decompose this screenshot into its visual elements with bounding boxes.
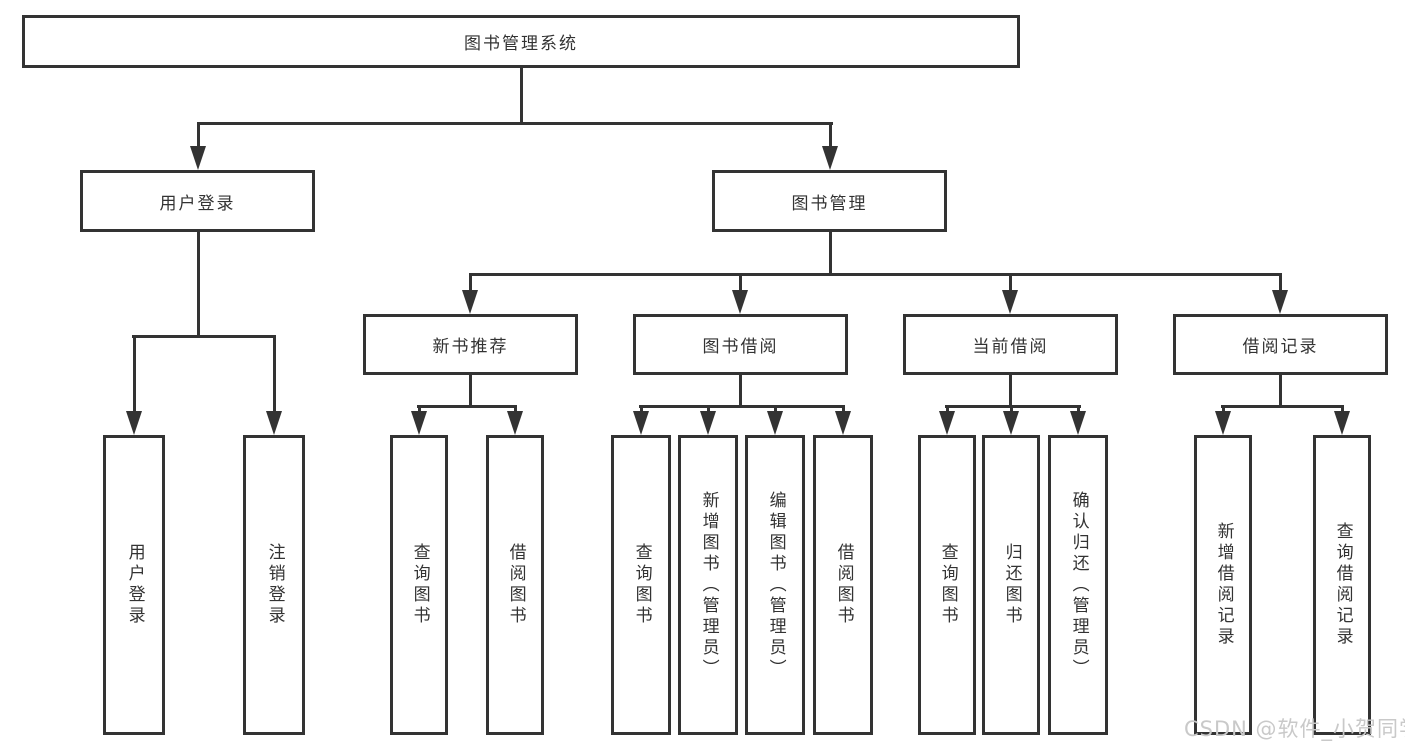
leaf-user-login: 用户登录 <box>103 435 165 735</box>
leaf-logout: 注销登录 <box>243 435 305 735</box>
arrow-down-icon <box>190 146 206 170</box>
arrow-down-icon <box>1215 411 1231 435</box>
arrow-down-icon <box>939 411 955 435</box>
node-book-borrowing: 图书借阅 <box>633 314 848 375</box>
arrow-down-icon <box>1334 411 1350 435</box>
connector-rail <box>945 405 1081 408</box>
arrow-down-icon <box>700 411 716 435</box>
leaf-query-books-recommend: 查询图书 <box>390 435 448 735</box>
connector-drop <box>829 122 832 150</box>
connector-book-mgmt-rail <box>469 273 1282 276</box>
arrow-down-icon <box>835 411 851 435</box>
connector-user-login-rail <box>132 335 276 338</box>
connector-drop <box>469 273 472 292</box>
node-new-book-recommend: 新书推荐 <box>363 314 578 375</box>
arrow-down-icon <box>1272 290 1288 314</box>
arrow-down-icon <box>462 290 478 314</box>
arrow-down-icon <box>126 411 142 435</box>
node-library-management-system: 图书管理系统 <box>22 15 1020 68</box>
connector-stem <box>1279 375 1282 405</box>
arrow-down-icon <box>767 411 783 435</box>
arrow-down-icon <box>732 290 748 314</box>
connector-user-login-stem <box>197 232 200 335</box>
leaf-query-books-current: 查询图书 <box>918 435 976 735</box>
leaf-borrow-books-recommend: 借阅图书 <box>486 435 544 735</box>
connector-drop <box>739 273 742 292</box>
node-book-management: 图书管理 <box>712 170 947 232</box>
arrow-down-icon <box>822 146 838 170</box>
arrow-down-icon <box>411 411 427 435</box>
csdn-watermark: CSDN @软件_小贺同学 <box>1184 717 1405 741</box>
leaf-borrow-books-borrow: 借阅图书 <box>813 435 873 735</box>
node-user-login: 用户登录 <box>80 170 315 232</box>
arrow-down-icon <box>507 411 523 435</box>
connector-drop <box>1009 273 1012 292</box>
connector-rail <box>639 405 845 408</box>
connector-drop <box>197 122 200 150</box>
connector-root-rail <box>197 122 833 125</box>
node-current-borrowing: 当前借阅 <box>903 314 1118 375</box>
connector-rail <box>417 405 517 408</box>
arrow-down-icon <box>633 411 649 435</box>
connector-rail <box>1221 405 1344 408</box>
arrow-down-icon <box>266 411 282 435</box>
leaf-edit-books-admin: 编辑图书（管理员） <box>745 435 805 735</box>
leaf-confirm-return-admin: 确认归还（管理员） <box>1048 435 1108 735</box>
leaf-add-books-admin: 新增图书（管理员） <box>678 435 738 735</box>
leaf-return-books: 归还图书 <box>982 435 1040 735</box>
node-borrowing-records: 借阅记录 <box>1173 314 1388 375</box>
connector-book-mgmt-stem <box>829 232 832 273</box>
connector-root-stem <box>520 68 523 122</box>
arrow-down-icon <box>1002 290 1018 314</box>
connector-drop <box>1279 273 1282 292</box>
arrow-down-icon <box>1070 411 1086 435</box>
leaf-query-borrow-record: 查询借阅记录 <box>1313 435 1371 735</box>
connector-drop <box>133 335 136 413</box>
connector-stem <box>469 375 472 405</box>
leaf-add-borrow-record: 新增借阅记录 <box>1194 435 1252 735</box>
connector-drop <box>273 335 276 413</box>
connector-stem <box>1009 375 1012 405</box>
leaf-query-books-borrow: 查询图书 <box>611 435 671 735</box>
arrow-down-icon <box>1003 411 1019 435</box>
connector-stem <box>739 375 742 405</box>
